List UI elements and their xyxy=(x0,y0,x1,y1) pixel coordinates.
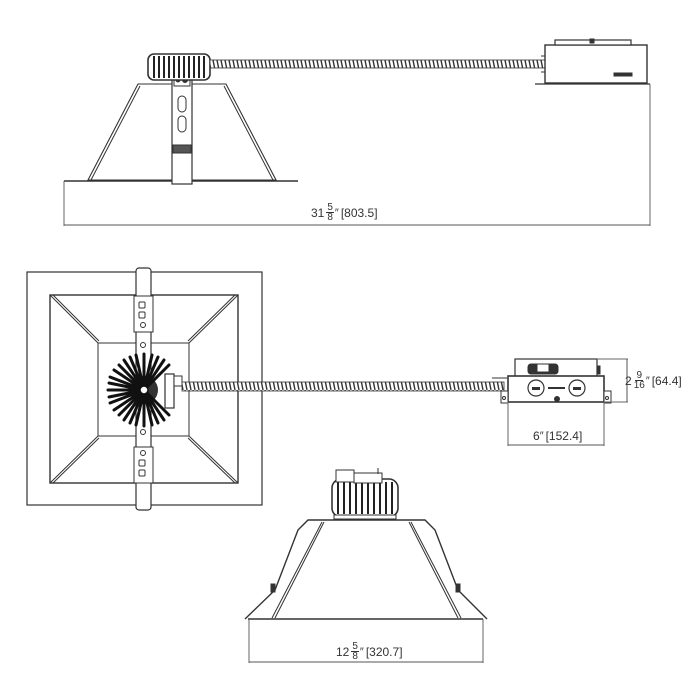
dim-metric: [803.5] xyxy=(340,205,378,220)
dim-whole: 12 xyxy=(336,644,350,659)
dim-fraction: 5 8 xyxy=(326,202,334,223)
trim-cone xyxy=(244,519,488,620)
knockout-icon xyxy=(527,379,586,402)
dim-unit: ″ xyxy=(359,645,364,658)
dim-unit: ″ xyxy=(645,374,650,387)
connector-plate xyxy=(164,373,175,409)
dim-whole: 31 xyxy=(311,205,325,220)
trim-width-label: 12 5 8 ″ [320.7] xyxy=(336,641,403,662)
dim-fraction: 9 16 xyxy=(633,370,645,391)
front-elevation-view xyxy=(63,38,651,226)
dim-unit: ″ xyxy=(539,430,544,442)
dim-metric: [64.4] xyxy=(651,373,682,388)
jbox-width-label: 6 ″ [152.4] xyxy=(533,429,582,443)
dim-metric: [152.4] xyxy=(545,429,583,443)
heatsink-icon xyxy=(147,53,211,81)
dim-numerator: 5 xyxy=(326,202,334,213)
heatsink-icon xyxy=(106,352,171,428)
junction-box-front-view xyxy=(500,358,628,446)
plan-view xyxy=(26,267,507,511)
dim-whole: 6 xyxy=(533,429,540,443)
conduit-icon xyxy=(181,381,505,392)
side-elevation-view xyxy=(244,468,488,663)
conduit-icon xyxy=(209,59,546,69)
bracket-icon xyxy=(171,73,193,185)
junction-box-icon xyxy=(541,38,648,84)
heatsink-icon xyxy=(331,468,399,520)
dim-denominator: 8 xyxy=(327,212,333,223)
dim-whole: 2 xyxy=(625,373,632,388)
dim-numerator: 9 xyxy=(635,370,644,381)
dim-metric: [320.7] xyxy=(365,644,403,659)
dim-denominator: 16 xyxy=(633,380,645,391)
dim-unit: ″ xyxy=(334,206,339,219)
dim-fraction: 5 8 xyxy=(351,641,359,662)
dim-numerator: 5 xyxy=(351,641,359,652)
dim-denominator: 8 xyxy=(352,651,358,662)
overall-length-label: 31 5 8 ″ [803.5] xyxy=(311,202,378,223)
jbox-height-label: 2 9 16 ″ [64.4] xyxy=(625,370,682,391)
